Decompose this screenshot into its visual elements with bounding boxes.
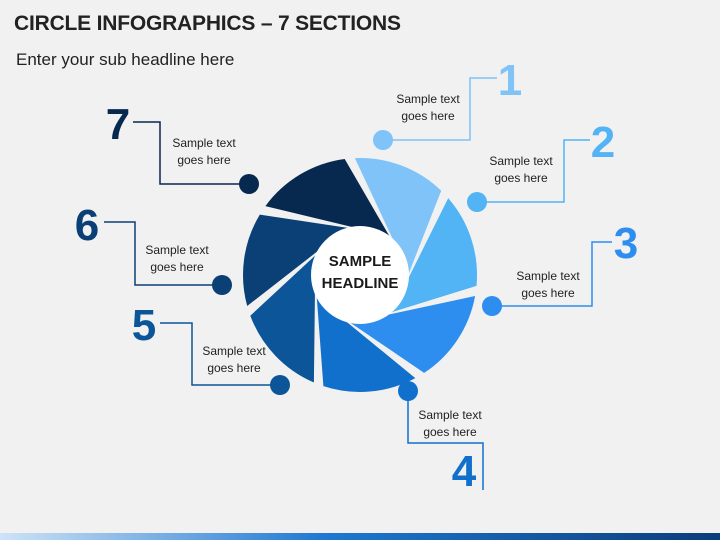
bottom-accent-bar	[0, 533, 720, 540]
section-7-number: 7	[106, 100, 130, 149]
section-7-dot	[239, 174, 259, 194]
circle-segment-6	[243, 214, 353, 306]
circle-segment-4	[316, 292, 416, 392]
section-1-connector	[384, 77, 497, 141]
section-2: 2 Sample text goes here	[467, 118, 615, 212]
circle-segment-3	[346, 296, 476, 373]
section-3-text-line1: Sample text	[516, 269, 580, 283]
section-7-text-line2: goes here	[177, 153, 231, 167]
section-6: 6 Sample text goes here	[75, 201, 232, 295]
section-3-number: 3	[614, 219, 638, 268]
section-3-dot	[482, 296, 502, 316]
section-6-connector	[104, 221, 222, 286]
section-2-dot	[467, 192, 487, 212]
section-6-dot	[212, 275, 232, 295]
circle-segment-2	[386, 198, 478, 314]
circle-segment-7	[265, 159, 392, 241]
circle-segment-1	[354, 157, 442, 279]
section-1-text-line2: goes here	[401, 109, 455, 123]
section-1-text-line1: Sample text	[396, 92, 460, 106]
section-2-text-line1: Sample text	[489, 154, 553, 168]
section-6-text-line1: Sample text	[145, 243, 209, 257]
section-4-text-line2: goes here	[423, 425, 477, 439]
section-7-text-line1: Sample text	[172, 136, 236, 150]
section-5-connector	[160, 322, 280, 386]
section-5-text-line1: Sample text	[202, 344, 266, 358]
section-7: 7 Sample text goes here	[106, 100, 259, 194]
page-title: CIRCLE INFOGRAPHICS – 7 SECTIONS	[14, 12, 401, 35]
section-1: 1 Sample text goes here	[373, 56, 522, 150]
section-1-dot	[373, 130, 393, 150]
section-2-connector	[477, 139, 590, 203]
center-disc	[311, 226, 409, 324]
section-2-number: 2	[591, 118, 615, 167]
section-4-number: 4	[452, 447, 477, 496]
section-4-connector	[407, 392, 484, 490]
section-4: 4 Sample text goes here	[398, 381, 484, 496]
section-5: 5 Sample text goes here	[132, 301, 290, 395]
section-5-dot	[270, 375, 290, 395]
section-4-dot	[398, 381, 418, 401]
section-6-text-line2: goes here	[150, 260, 204, 274]
circle-segments	[243, 157, 478, 392]
section-2-text-line2: goes here	[494, 171, 548, 185]
circle-segment-5	[250, 251, 320, 383]
page-subtitle: Enter your sub headline here	[16, 50, 235, 69]
section-6-number: 6	[75, 201, 99, 250]
section-5-text-line2: goes here	[207, 361, 261, 375]
section-1-number: 1	[498, 56, 522, 105]
center-headline-line1: SAMPLE	[329, 253, 392, 270]
section-3-connector	[492, 241, 612, 307]
section-4-text-line1: Sample text	[418, 408, 482, 422]
section-3: 3 Sample text goes here	[482, 219, 638, 316]
section-3-text-line2: goes here	[521, 286, 575, 300]
section-5-number: 5	[132, 301, 156, 350]
center-headline-line2: HEADLINE	[322, 275, 399, 292]
section-7-connector	[133, 121, 249, 185]
